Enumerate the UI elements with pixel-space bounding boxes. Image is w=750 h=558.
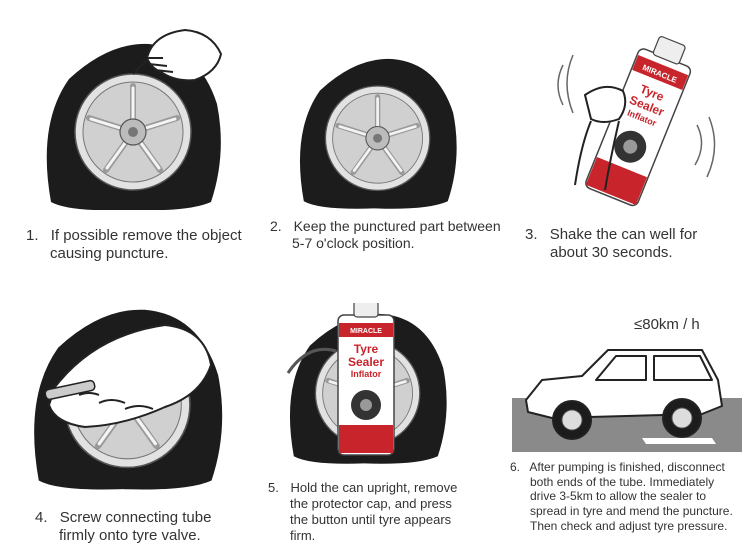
step-text-line: drive 3-5km to allow the sealer to (530, 489, 707, 504)
step-3-caption: 3. Shake the can well for about 30 secon… (525, 226, 697, 263)
step-text-line: Hold the can upright, remove (290, 480, 458, 495)
step-number: 6. (510, 460, 521, 474)
step-text-line: about 30 seconds. (550, 244, 673, 262)
hand-icon (146, 29, 222, 82)
step-text-line: 5-7 o'clock position. (292, 235, 415, 252)
step-text-line: spread in tyre and mend the puncture. (530, 503, 733, 518)
step-number: 2. (270, 218, 282, 234)
can-brand-text: MIRACLE (350, 328, 382, 335)
step-text-line: firm. (290, 527, 316, 543)
step-text-line: causing puncture. (50, 245, 169, 263)
step-text-line: Shake the can well for (549, 226, 698, 243)
step-1-caption: 1. If possible remove the object causing… (26, 227, 242, 264)
step-number: 3. (525, 226, 538, 243)
step-text-line: firmly onto tyre valve. (59, 527, 201, 545)
step-text-line: Keep the punctured part between (293, 218, 501, 234)
step-text-line: After pumping is finished, disconnect (529, 460, 725, 474)
hand-icon (574, 85, 627, 191)
can-title-line: Tyre (354, 342, 379, 356)
can-title-line: Inflator (351, 369, 382, 379)
step-number: 5. (268, 480, 279, 495)
step-5-caption: 5. Hold the can upright, remove the prot… (268, 480, 457, 543)
step-text-line: Then check and adjust tyre pressure. (530, 518, 728, 533)
step-6-caption: 6. After pumping is finished, disconnect… (510, 460, 733, 533)
step-4-caption: 4. Screw connecting tube firmly onto tyr… (35, 509, 211, 546)
step-number: 4. (35, 509, 48, 526)
step-3-illustration: MIRACLE Tyre Sealer Inflator (545, 25, 725, 215)
speed-limit-label: ≤80km / h (634, 316, 700, 334)
step-text-line: the button until tyre appears (290, 511, 452, 527)
can-title-line: Sealer (348, 355, 384, 369)
step-4-illustration (15, 295, 235, 495)
step-1-illustration (35, 20, 235, 210)
step-number: 1. (26, 227, 39, 244)
step-text-line: both ends of the tube. Immediately (530, 474, 715, 489)
step-6-illustration (512, 340, 742, 460)
speed-limit-text: ≤80km / h (634, 316, 700, 333)
step-text-line: Screw connecting tube (59, 509, 212, 526)
step-2-illustration (290, 40, 470, 210)
step-5-illustration: MIRACLE Tyre Sealer Inflator (268, 303, 468, 473)
hand-icon (48, 324, 212, 428)
step-2-caption: 2. Keep the punctured part between 5-7 o… (270, 218, 501, 252)
step-text-line: the protector cap, and press (290, 495, 452, 511)
step-text-line: If possible remove the object (50, 227, 242, 244)
